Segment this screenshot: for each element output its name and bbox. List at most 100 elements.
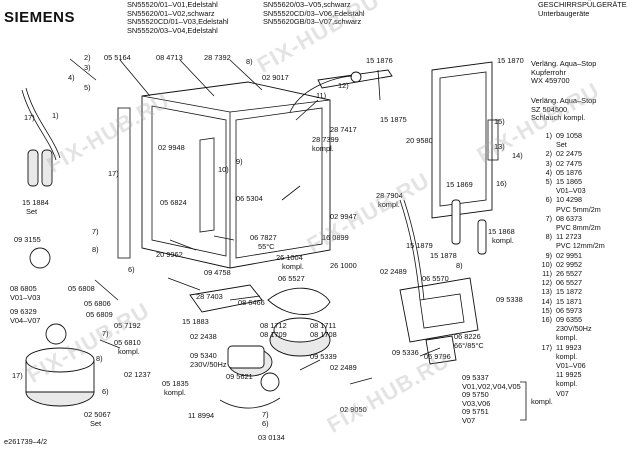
part-number: 02 1237 (124, 370, 151, 379)
note-aqua-stop-hose: Verläng. Aqua–Stop SZ 504500 Schlauch ko… (531, 96, 596, 123)
pump-variant-block: 09 5337 V01,V02,V04,V05 09 5750 V03,V06 … (462, 373, 521, 426)
legend-number: 7) (545, 213, 552, 223)
part-label: kompl. (492, 236, 514, 245)
callout: 8) (456, 261, 463, 270)
part-number: 09 5339 (310, 352, 337, 361)
part-number: 15 1883 (182, 317, 209, 326)
part-label: V04–V07 (10, 316, 41, 325)
legend-row: 6)10 4298 (538, 195, 634, 204)
part-number: 02 2489 (330, 363, 357, 372)
legend-text: PVC 8mm/2m (556, 223, 601, 233)
variant-line: 09 5751 (462, 407, 489, 417)
legend-text: PVC 5mm/2m (556, 204, 601, 214)
legend-row: 15)06 5973 (538, 306, 634, 315)
legend-row: 11 9925 (538, 370, 634, 379)
callout: 17) (108, 169, 119, 178)
legend-number: 9) (545, 250, 552, 260)
part-number: 06 5527 (278, 274, 305, 283)
variant-line: V03,V06 (462, 398, 491, 408)
legend-text: V07 (556, 388, 569, 398)
callout: 17) (12, 371, 23, 380)
legend-text: 09 6355 (556, 315, 582, 325)
part-number: 08 6805 (10, 284, 37, 293)
part-number: 08 6466 (238, 298, 265, 307)
legend-text: 15 1871 (556, 296, 582, 306)
variant-line: V01,V02,V04,V05 (462, 381, 521, 391)
legend-text: 230V/50Hz (556, 324, 592, 334)
note-line: Verläng. Aqua–Stop (531, 59, 597, 68)
legend-number: 12) (541, 278, 552, 288)
legend-row: 10) 02 9952 (538, 260, 634, 269)
part-number: 06 8226 (454, 332, 481, 341)
legend-text: 10 4298 (556, 195, 582, 205)
variant-kompl-label: kompl. (531, 397, 553, 406)
legend-number: 3) (545, 158, 552, 168)
legend-text: 09 1058 (556, 131, 582, 140)
model-line: SN55520CD/01–V03,Edelstahl (127, 17, 229, 27)
legend-number: 1) (545, 131, 552, 140)
legend-row: 3)02 7475 (538, 159, 634, 168)
note-line: WX 459700 (531, 76, 570, 86)
legend-text: 06 5527 (556, 278, 582, 288)
legend-text: 05 1876 (556, 167, 582, 177)
part-number: 15 1868 (488, 227, 515, 236)
legend-number: 16) (541, 315, 552, 325)
callout: 15) (494, 117, 505, 126)
legend-text: 02 9952 (556, 259, 582, 269)
brand-logo: SIEMENS (4, 9, 76, 26)
part-number: 02 2489 (380, 267, 407, 276)
note-line: SZ 504500 (531, 104, 568, 114)
legend-number: 11) (542, 269, 552, 279)
part-number: 28 7904 (376, 191, 403, 200)
drawing-number: e261739–4/2 (4, 437, 48, 446)
callout: 6) (102, 387, 109, 396)
variant-line: 09 5750 (462, 390, 489, 400)
legend-number: 14) (541, 296, 552, 306)
part-number: 09 5340 (190, 351, 217, 360)
part-number: 15 1884 (22, 198, 49, 207)
part-number: 05 6824 (160, 198, 187, 207)
legend-row: 8)11 2723 (538, 232, 634, 241)
legend-text: Set (556, 140, 567, 150)
part-label: Set (90, 419, 102, 428)
variant-line: 09 5337 (462, 373, 489, 382)
category-heading: GESCHIRRSPÜLGERÄTE Unterbaugeräte (538, 0, 627, 18)
callout: 9) (236, 157, 243, 166)
part-number: 06 5304 (236, 194, 263, 203)
legend-text: kompl. (556, 379, 578, 389)
callout: 13) (494, 142, 505, 151)
part-label: kompl. (118, 347, 140, 356)
callout: 8) (246, 57, 253, 66)
legend-text: 15 1872 (556, 287, 582, 297)
legend-number: 8) (545, 232, 552, 242)
part-number: 08 1708 (310, 330, 337, 339)
part-number: 02 9948 (158, 143, 185, 152)
category-subtitle: Unterbaugeräte (538, 8, 590, 18)
part-number: 05 6808 (68, 284, 95, 293)
part-number: 20 9580 (406, 136, 433, 145)
model-list-right: SN55620/03–V05,schwarz SN55520CD/03–V06,… (263, 0, 364, 27)
part-number: 05 6809 (86, 310, 113, 319)
dishwasher-tub (117, 81, 331, 269)
legend-row: 16) 09 6355 (538, 315, 634, 324)
legend-row: 11)26 5527 (538, 269, 634, 278)
legend-row: 13)15 1872 (538, 287, 634, 296)
callout: 5) (84, 83, 91, 92)
part-number: 26 1000 (330, 261, 357, 270)
legend-row: 2)02 2475 (538, 149, 634, 158)
part-label: 230V/50Hz (190, 360, 227, 369)
legend-text: 06 5973 (556, 305, 582, 315)
part-number: 09 5338 (496, 295, 523, 304)
legend-number: 10) (541, 259, 552, 269)
aqua-stop-hose (399, 199, 487, 301)
callout: 17) (24, 113, 35, 122)
legend-row: PVC 8mm/2m (538, 223, 634, 232)
callout: 1) (52, 111, 59, 120)
legend-text: 08 6373 (556, 213, 582, 223)
callout: 16) (496, 179, 507, 188)
part-number: 15 1879 (406, 241, 433, 250)
part-number: 20 9962 (156, 250, 183, 259)
part-number: 09 5336 (392, 348, 419, 357)
note-line: Schlauch kompl. (531, 113, 586, 123)
